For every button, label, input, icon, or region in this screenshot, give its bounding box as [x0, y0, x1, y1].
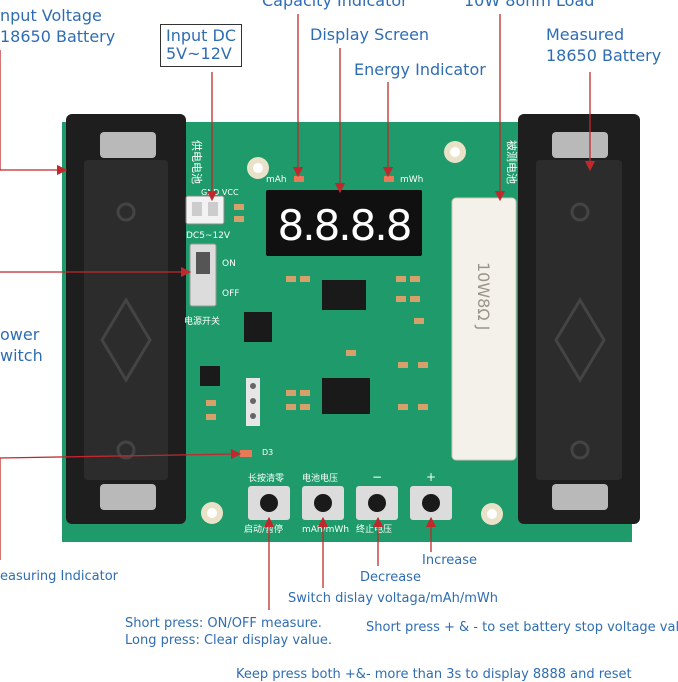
right-side-cn-text: 被测电池 [505, 140, 518, 184]
display-value: 8.8.8.8 [278, 201, 411, 250]
minus-label: − [372, 470, 382, 484]
input-dc-label: Input DC 5V~12V [160, 24, 243, 67]
btn2-bottom-label: mAh/mWh [302, 525, 349, 535]
mwh-label: mWh [400, 175, 423, 185]
seven-segment-display: 8.8.8.8 [266, 190, 422, 256]
resistor-text: 10W8Ω J [474, 262, 493, 330]
ic-left [244, 312, 272, 342]
load-label: 10W 8ohm Load [464, 0, 595, 10]
measuring-indicator-label: easuring Indicator [0, 569, 119, 584]
dc-label: DC5~12V [186, 231, 231, 241]
display-screen-label: Display Screen [310, 25, 430, 44]
increase-label: Increase [422, 553, 478, 568]
energy-led [384, 176, 394, 182]
ic-main [322, 378, 370, 414]
decrease-label: Decrease [360, 570, 421, 585]
energy-indicator-label: Energy Indicator [354, 60, 486, 79]
start-pause-button[interactable] [248, 486, 290, 520]
switch-cn-label: 电源开关 [184, 315, 220, 327]
transistor [200, 366, 220, 386]
power-switch-label: ower witch [0, 325, 43, 365]
switch-on-label: ON [222, 259, 236, 269]
btn3-bottom-label: 终止电压 [356, 523, 392, 535]
btn1-bottom-label: 启动/暂停 [244, 523, 283, 535]
btn1-top-label: 长按清零 [248, 472, 284, 484]
capacity-indicator-label: Capacity Indicator [262, 0, 408, 10]
gnd-vcc-label: GND VCC [201, 188, 239, 197]
switch-display-label: Switch dislay voltaga/mAh/mWh [288, 591, 499, 606]
led-d3-label: D3 [262, 448, 273, 457]
mode-button[interactable] [302, 486, 344, 520]
input-voltage-label: nput Voltage 18650 Battery [0, 6, 116, 46]
left-side-cn-text: 供电电池 [190, 140, 204, 184]
measured-battery-label: Measured 18650 Battery [546, 25, 662, 65]
stop-voltage-help: Short press + & - to set battery stop vo… [366, 621, 678, 634]
btn2-top-label: 电池电压 [302, 472, 338, 484]
mah-label: mAh [266, 175, 287, 185]
callout-arrows [0, 14, 596, 610]
increase-button[interactable] [410, 486, 452, 520]
load-resistor: 10W8Ω J [451, 197, 517, 461]
switch-off-label: OFF [222, 289, 239, 299]
input-connector [185, 195, 225, 225]
right-battery-holder [518, 114, 640, 524]
reset-help: Keep press both +&- more than 3s to disp… [236, 668, 632, 681]
measuring-led [240, 450, 252, 457]
left-battery-holder [66, 114, 186, 524]
capacity-led [294, 176, 304, 182]
start-button-help: Short press: ON/OFF measure. Long press:… [125, 616, 333, 648]
ic-top [322, 280, 366, 310]
decrease-button[interactable] [356, 486, 398, 520]
plus-label: + [426, 470, 436, 484]
